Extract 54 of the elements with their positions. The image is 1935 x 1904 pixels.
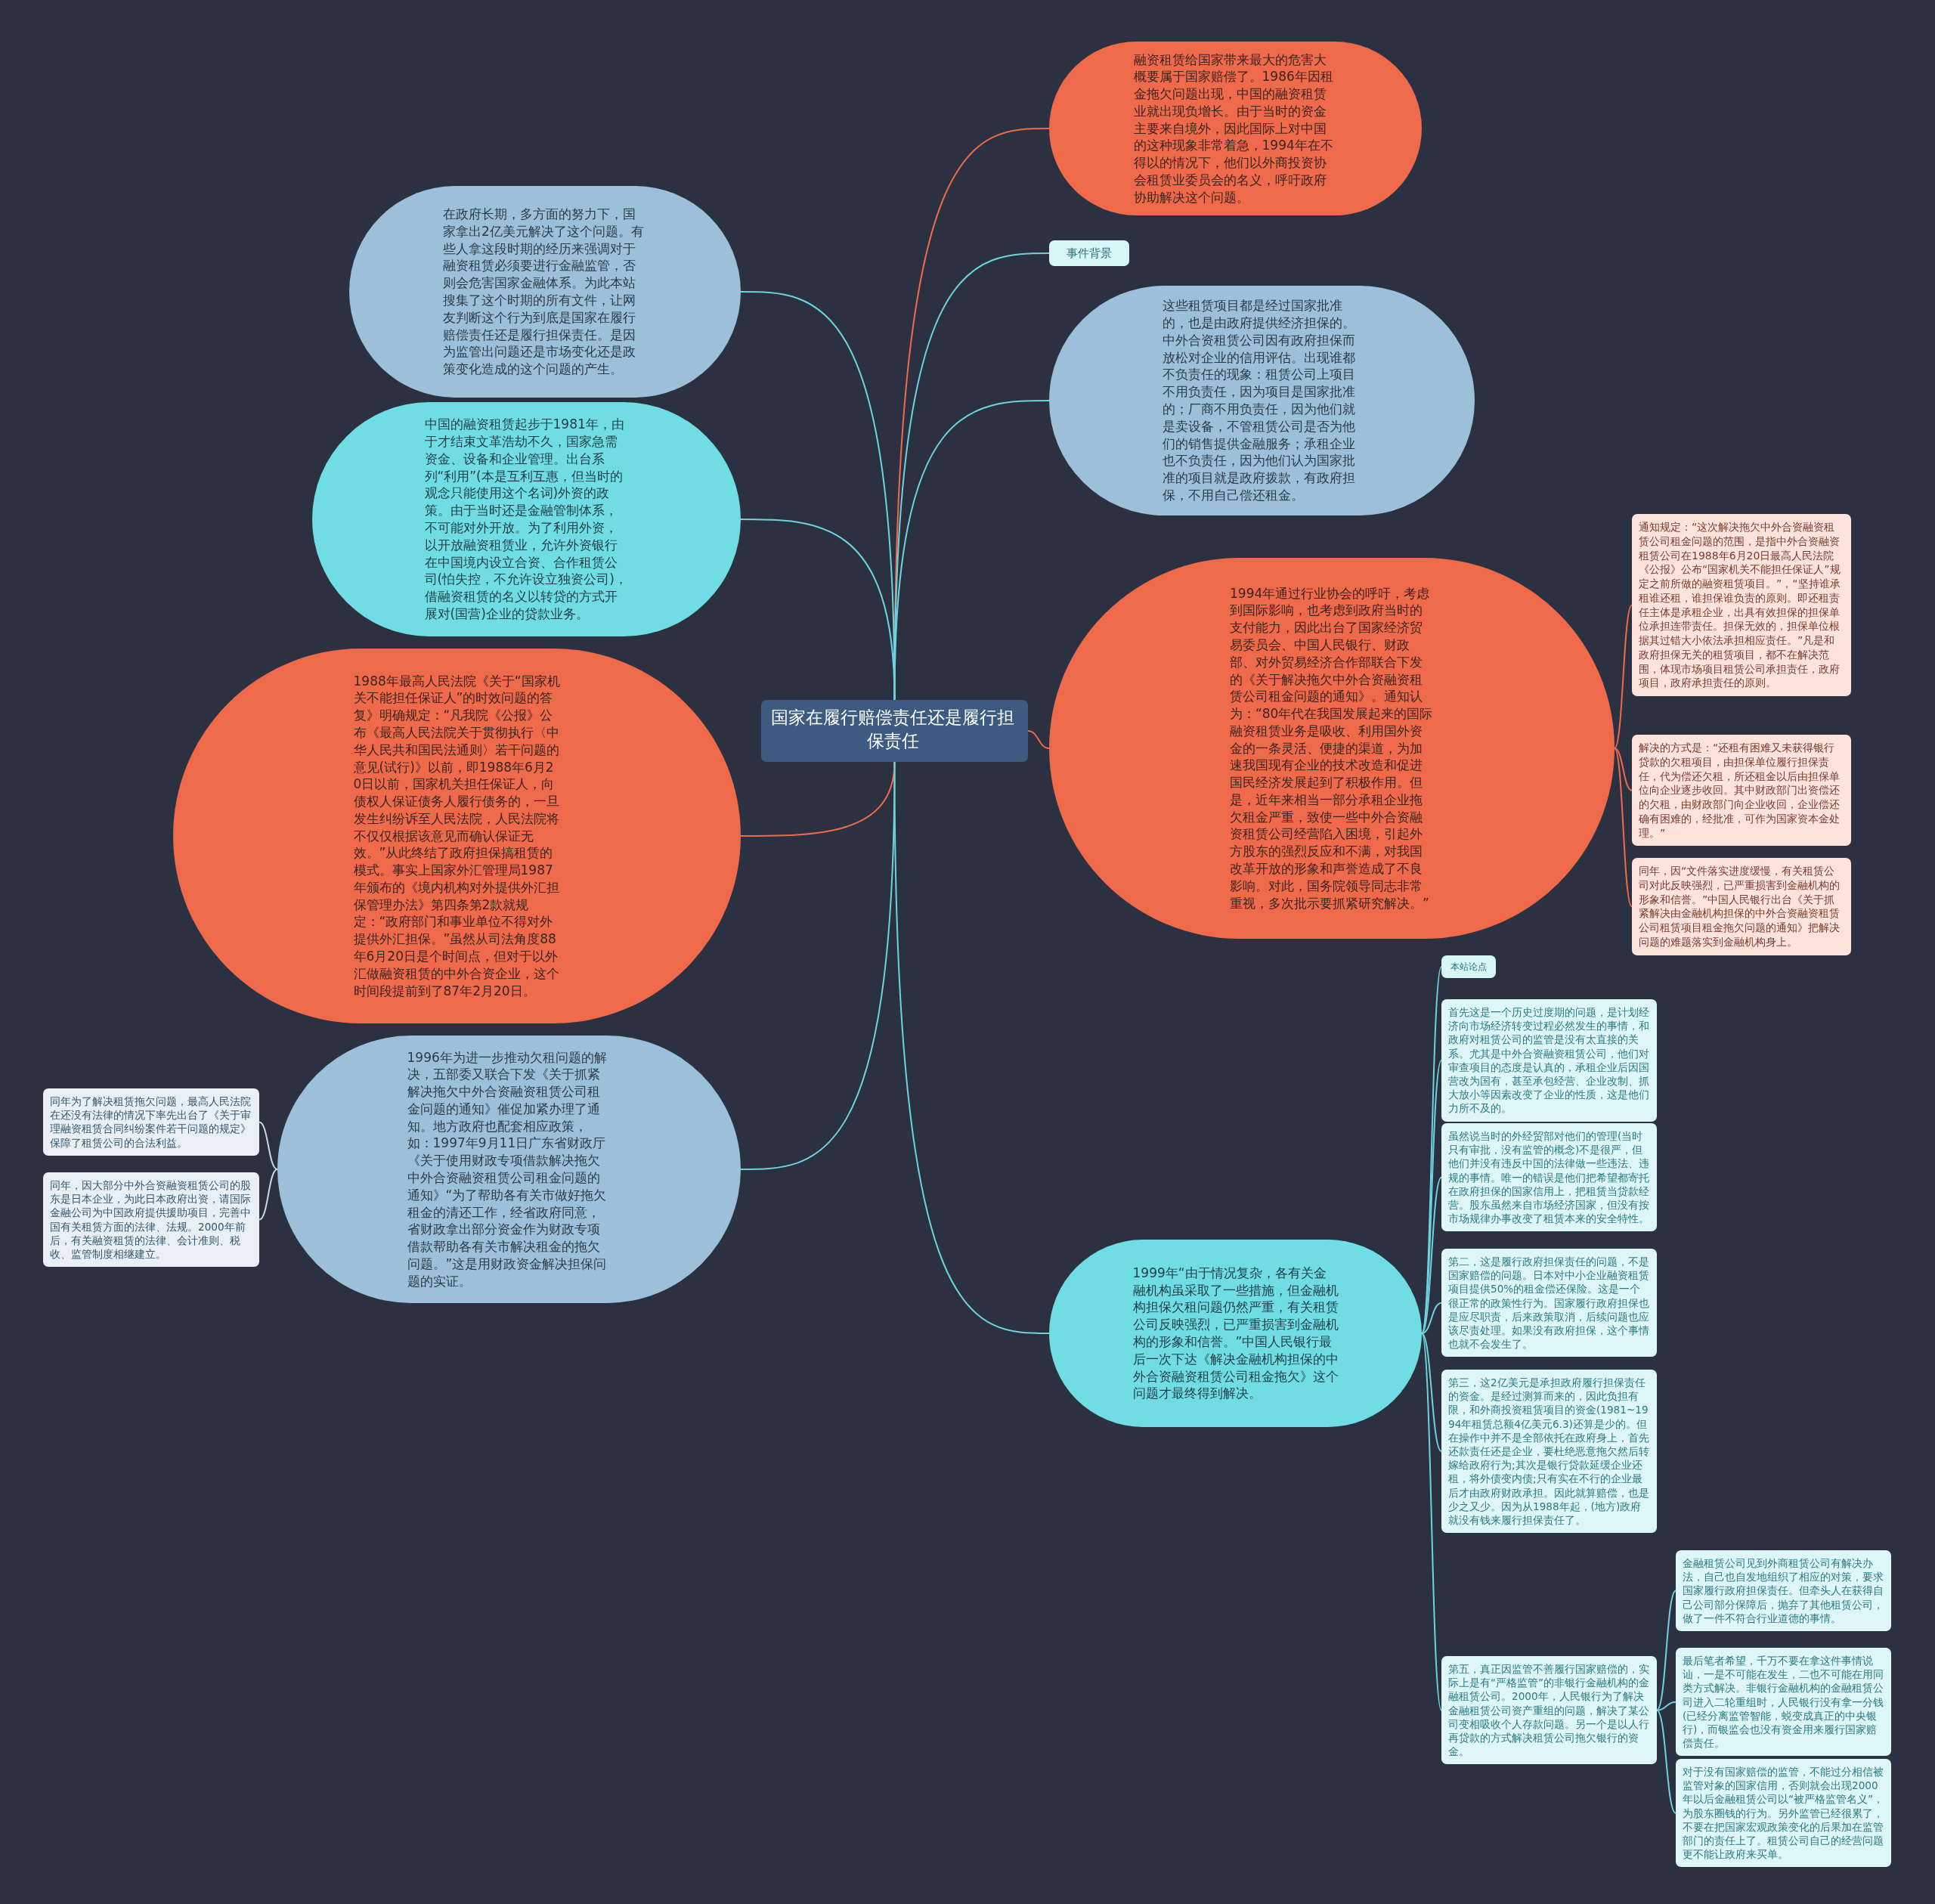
connector-line [1614,748,1633,908]
connector-line [1027,730,1050,749]
node-text: 中国的融资租赁起步于1981年，由于才结束文革浩劫不久，国家急需资金、设备和企业管理。出台系列“利用”(本是互利互惠，但当时的观念只能使用这个名词)外资的政策。由于当时还是金融管制体系，不可能对外开放。为了利用外资，以开放融资租赁业，允许外资银行在中国境内设立合资、合作租赁公司(怕失控，不允许设立独资公司)，借融资租赁的名义以转贷的方式开展对(国营)企业的贷款业务。 [424,416,628,623]
note-card [1632,858,1851,955]
node-text: 事件背景 [1067,245,1112,262]
connector-line [1421,1333,1442,1453]
note-card [1632,735,1851,847]
note-card [1441,1249,1657,1358]
note-card [1676,1648,1891,1757]
node-text: 1988年最高人民法院《关于“国家机关不能担任保证人”的时效问题的答复》明确规定：“凡我院《公报》公布《最高人民法院关于贯彻执行〈中华人民共和国民法通则〉若干问题的意见(试行)》以前，即1988年6月20日以前，国家机关担任保证人，向债权人保证债务人履行债务的，一旦发生纠纷诉至人民法院，人民法院将不仅仅根据该意见而确认保证无效。”从此终结了政府担保搞租赁的模式。事实上国家外汇管理局1987年颁布的《境内机构对外提供外汇担保管理办法》第四条第2款就规定：“政府部门和事业单位不得对外提供外汇担保。”虽然从司法角度88年6月20日是个时间点，但对于以外汇做融资租赁的中外合资企业，这个时间段提前到了87年2月20日。 [353,672,561,1000]
connector-line [259,1121,278,1170]
node-text: 虽然说当时的外经贸部对他们的管理(当时只有审批，没有监管的概念)不是很严，但他们并没有违反中国的法律做一些违法、违规的事情。唯一的错误是他们把希望都寄托在政府担保的国家信用上，把租赁当贷款经营。股东虽然来自市场经济国家，但没有按市场规律办事改变了租赁本来的安全特性。 [1448,1129,1650,1226]
node-text: 在政府长期，多方面的努力下，国家拿出2亿美元解决了这个问题。有些人拿这段时期的经历来强调对于融资租赁必须要进行金融监管，否则会危害国家金融体系。为此本站搜集了这个时期的所有文件，让网友判断这个行为到底是国家在履行赔偿责任还是履行担保责任。是因为监管出问题还是市场变化还是政策变化造成的这个问题的产生。 [443,206,645,378]
node-text: 1999年“由于情况复杂，各有关金融机构虽采取了一些措施，但金融机构担保欠租问题仍然严重，有关租赁公司反映强烈，已严重损害到金融机构的形象和信誉。”中国人民银行最后一次下达《解决金融机构担保的中外合资融资租赁公司租金拖欠》这个问题才最终得到解决。 [1132,1264,1339,1403]
node-text: 第五，真正因监管不善履行国家赔偿的，实际上是有“严格监管”的非银行金融机构的金融租赁公司。2000年，人民银行为了解决金融租赁公司资产重组的问题，解决了某公司变相吸收个人存款问题。另一个是以人行再贷款的方式解决租赁公司拖欠银行的资金。 [1448,1662,1650,1759]
node-text: 1996年为进一步推动欠租问题的解决，五部委又联合下发《关于抓紧解决拖欠中外合资融资租赁公司租金问题的通知》催促加紧办理了通知。地方政府也配套相应政策，如：1997年9月11日广东省财政厅《关于使用财政专项借款解决拖欠中外合资融资租赁公司租金问题的通知》“为了帮助各有关市做好拖欠租金的清还工作，经省政府同意，省财政拿出部分资金作为财政专项借款帮助各有关市解决租金的拖欠问题。”这是用财政资金解决担保问题的实证。 [407,1048,608,1290]
connector-line [1614,604,1633,749]
note-card [43,1172,259,1268]
node-text: 第三，这2亿美元是承担政府履行担保责任的资金。是经过测算而来的，因此负担有限，和外商投资租赁项目的资金(1981~1994年租赁总额4亿美元6.3)还算是少的。但在操作中并不是全部依托在政府身上，首先还款责任还是企业，要杜绝恶意拖欠然后转嫁给政府行为;其次是银行贷款延缓企业还租，将外债变内债;只有实在不行的企业最后才由政府财政承担。因此就算赔偿，也是少之又少。因为从1988年起，(地方)政府就没有钱来履行担保责任了。 [1448,1376,1650,1528]
note-card [43,1088,259,1156]
node-text: 国家在履行赔偿责任还是履行担保责任 [770,707,1015,752]
node-text: 解决的方式是：“还租有困难又未获得银行贷款的欠租项目，由担保单位履行担保责任，代为偿还欠租，所还租金以后由担保单位向企业逐步收回。其中财政部门出资偿还的欠租，由财政部门向企业收回，企业偿还确有困难的，经批准，可作为国家资本金处理。” [1639,741,1841,841]
connector-line [1421,1176,1442,1334]
note-card [1676,1759,1891,1868]
node-text: 第二，这是履行政府担保责任的问题，不是国家赔偿的问题。日本对中小企业融资租赁项目提供50%的租金偿还保险。这是一个很正常的政策性行为。国家履行政府担保也是应尽职责，后来政策取消，后续问题也应该尽责处理。如果没有政府担保，这个事情也就不会发生了。 [1448,1255,1650,1351]
node-text: 最后笔者希望，千万不要在拿这件事情说讪，一是不可能在发生，二也不可能在用同类方式解决。非银行金融机构的金融租赁公司进入二轮重组时，人民银行没有拿一分钱(已经分离监管智能，蜕变成真正的中央银行)，而银监会也没有资金用来履行国家赔偿责任。 [1683,1654,1884,1751]
connector-line [893,761,1050,1334]
central-topic [761,700,1028,762]
node-text: 对于没有国家赔偿的监管，不能过分相信被监管对象的国家信用，否则就会出现2000年以后金融租赁公司以“被严格监管名义”，为股东圈钱的行为。另外监管已经很累了，不要在把国家宏观政策变化的后果加在监管部门的责任上了。租赁公司自己的经营问题更不能让政府来买单。 [1683,1765,1884,1862]
connector-line [1421,1302,1442,1334]
node-text: 这些租赁项目都是经过国家批准的，也是由政府提供经济担保的。中外合资租赁公司因有政府担保而放松对企业的信用评估。出现谁都不负责任的现象：租赁公司上项目不用负责任，因为项目是国家批准的；厂商不用负责任，因为他们就是卖设备，不管租赁公司是否为他们的销售提供金融服务；承租企业也不负责任，因为他们认为国家批准的项目就是政府拨款，有政府担保，不用自己偿还租金。 [1162,297,1356,504]
connector-line [1656,1590,1676,1711]
node-text: 同年，因大部分中外合资融资租赁公司的股东是日本企业，为此日本政府出资，请国际金融公司为中国政府提供援助项目，完善中国有关租赁方面的法律、法规。2000年前后，有关融资租赁的法律、会计准则、税收、监管制度相继建立。 [50,1178,252,1262]
connector-line [740,519,896,701]
connector-line [259,1169,278,1221]
node-text: 融资租赁给国家带来最大的危害大概要属于国家赔偿了。1986年因租金拖欠问题出现，中国的融资租赁业就出现负增长。由于当时的资金主要来自境外，因此国际上对中国的这种现象非常着急，1994年在不得以的情况下，他们以外商投资协会租赁业委员会的名义，呼吁政府协助解决这个问题。 [1133,51,1334,206]
node-text: 同年为了解决租赁拖欠问题，最高人民法院在还没有法律的情况下率先出台了《关于审理融资租赁合同纠纷案件若干问题的规定》保障了租赁公司的合法利益。 [50,1094,252,1150]
connector-line [1614,748,1633,791]
note-card [1441,1656,1657,1765]
node-text: 金融租赁公司见到外商租赁公司有解决办法，自己也自发地组织了相应的对策，要求国家履行政府担保责任。但牵头人在获得自己公司部分保障后，抛弃了其他租赁公司，做了一件不符合行业道德的事情。 [1683,1556,1884,1625]
connector-line [1656,1709,1676,1814]
note-card [1441,999,1657,1122]
connector-line [740,761,896,1170]
tag-label [1441,955,1496,978]
connector-line [1421,1333,1442,1711]
node-text: 通知规定：“这次解决拖欠中外合资融资租赁公司租金问题的范围，是指中外合资融资租赁公司在1988年6月20日最高人民法院《公报》公布“国家机关不能担任保证人”规定之前所做的融资租赁项目。”，“坚持谁承租谁还租，谁担保谁负责的原则。即还租责任主体是承租企业，出具有效担保的担保单位承担连带责任。担保无效的，担保单位根据其过错大小依法承担相应责任。”凡是和政府担保无关的租赁项目，都不在解决范围，体现市场项目租赁公司承担责任，政府项目，政府承担责任的原则。 [1639,520,1841,690]
tag-label [1049,240,1129,266]
note-card [1676,1550,1891,1631]
connector-line [1656,1701,1676,1711]
node-text: 同年，因“文件落实进度缓慢，有关租赁公司对此反映强烈，已严重损害到金融机构的形象和信誉。”中国人民银行出台《关于抓紧解决由金融机构担保的中外合资融资租赁公司租赁项目租金拖欠问题的通知》把解决问题的难题落实到金融机构身上。 [1639,864,1841,949]
note-card [1441,1123,1657,1232]
node-text: 1994年通过行业协会的呼吁，考虑到国际影响，也考虑到政府当时的支付能力，因此出台了国家经济贸易委员会、中国人民银行、财政部、对外贸易经济合作部联合下发的《关于解决拖欠中外合资融资租赁公司租金问题的通知》。通知认为：“80年代在我国发展起来的国际融资租赁业务是吸收、利用国外资金的一条灵活、便捷的渠道，为加速我国现有企业的技术改造和促进国民经济发展起到了积极作用。但是，近年来相当一部分承租企业拖欠租金严重，致使一些中外合资融资租赁公司经营陷入困境，引起外方股东的强烈反应和不满，对我国改革开放的形象和声誉造成了不良影响。对此，国务院领导同志非常重视，多次批示要抓紧研究解决。” [1230,584,1434,912]
node-text: 首先这是一个历史过度期的问题，是计划经济向市场经济转变过程必然发生的事情，和政府对租赁公司的监管是没有太直接的关系。尤其是中外合资融资租赁公司，他们对审查项目的态度是认真的，承租企业后因国营改为国有，甚至承包经营、企业改制、抓大放小等因素改变了企业的性质，这是他们力所不及的。 [1448,1005,1650,1116]
node-text: 本站论点 [1450,960,1487,974]
